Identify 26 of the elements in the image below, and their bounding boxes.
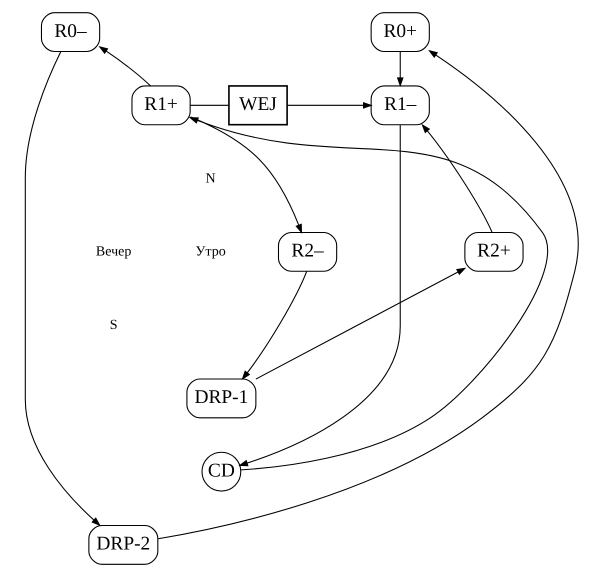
label: N bbox=[206, 171, 216, 186]
arrow bbox=[256, 268, 466, 380]
arrow bbox=[421, 124, 493, 233]
node-box: R2– bbox=[278, 232, 338, 272]
node-box: DRP-2 bbox=[88, 524, 158, 565]
arrow bbox=[158, 50, 578, 540]
arrow bbox=[98, 46, 151, 86]
label: S bbox=[110, 318, 118, 333]
arrow bbox=[238, 125, 401, 466]
connector bbox=[190, 104, 229, 106]
arrow bbox=[188, 117, 548, 470]
node-box: R1+ bbox=[131, 85, 191, 126]
arrow bbox=[24, 52, 101, 526]
node-box: R0+ bbox=[370, 12, 430, 52]
label: Вечер bbox=[96, 244, 132, 260]
arrow bbox=[190, 116, 302, 234]
arrow bbox=[287, 102, 373, 109]
node-box: DRP-1 bbox=[186, 378, 256, 418]
node-box: WEJ bbox=[228, 85, 288, 126]
node-box: R0– bbox=[40, 12, 100, 52]
label: Утро bbox=[196, 244, 226, 260]
arrow bbox=[242, 271, 308, 380]
node-box: R1– bbox=[370, 85, 430, 126]
arrow bbox=[396, 52, 404, 88]
node-circle: CD bbox=[201, 452, 242, 492]
node-box: R2+ bbox=[464, 232, 524, 272]
